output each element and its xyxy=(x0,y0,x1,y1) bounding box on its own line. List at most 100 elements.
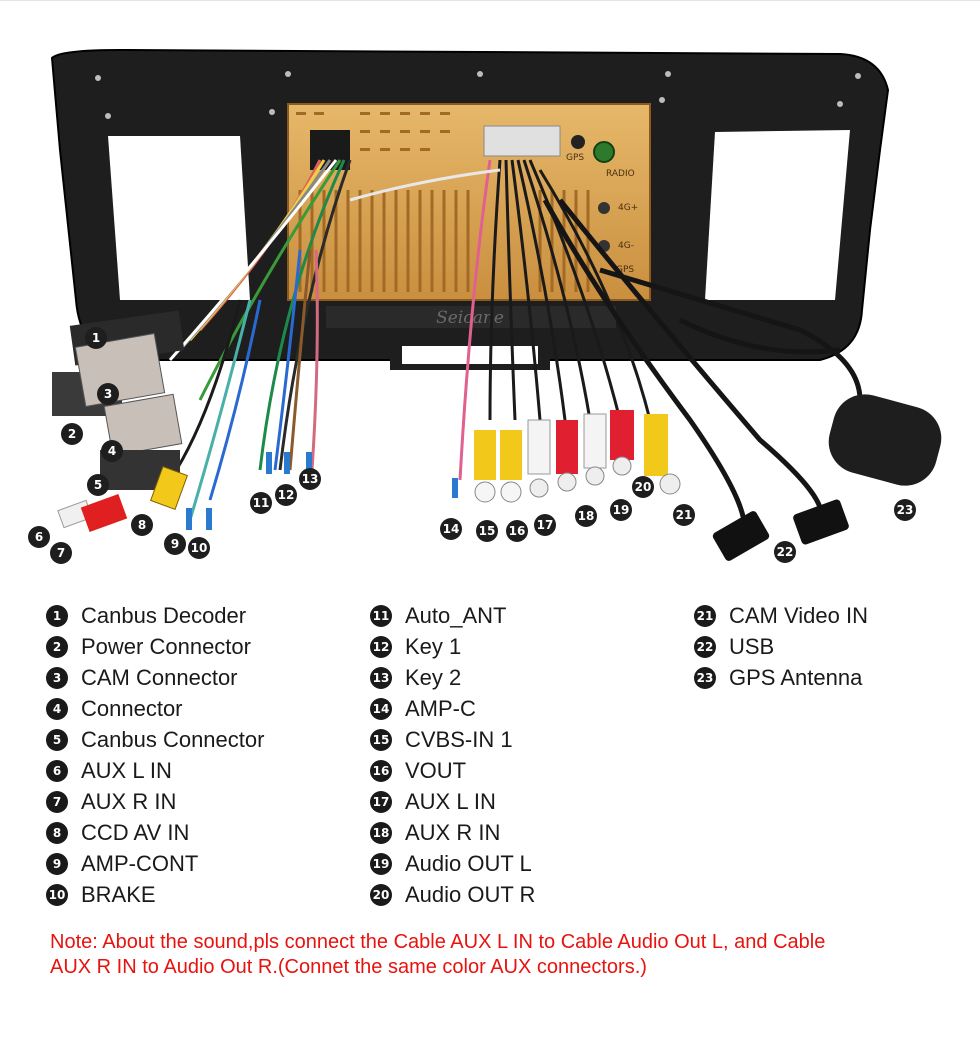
callout-17: 17 xyxy=(534,514,556,536)
legend-number: 9 xyxy=(46,852,68,875)
legend-label: CVBS-IN 1 xyxy=(405,726,513,752)
note-line-2: AUX R IN to Audio Out R.(Connet the same… xyxy=(50,956,647,978)
legend-label: AUX L IN xyxy=(81,757,172,783)
legend-label: Auto_ANT xyxy=(405,602,507,628)
callout-6: 6 xyxy=(28,526,50,548)
legend-label: AMP-CONT xyxy=(81,850,199,876)
legend-item: 4 Connector xyxy=(46,693,264,724)
legend-number: 2 xyxy=(46,635,68,658)
legend-item: 6 AUX L IN xyxy=(46,755,264,786)
callout-8: 8 xyxy=(131,514,153,536)
usb-gps-cables xyxy=(542,198,863,542)
legend-label: USB xyxy=(729,633,775,659)
callout-2: 2 xyxy=(61,423,83,445)
legend-label: Canbus Decoder xyxy=(81,602,247,628)
legend-item: 11 Auto_ANT xyxy=(370,600,535,631)
legend-number: 5 xyxy=(46,728,68,751)
callout-11: 11 xyxy=(250,492,272,514)
callout-15: 15 xyxy=(476,520,498,542)
legend-item: 9 AMP-CONT xyxy=(46,848,264,879)
right-rca-plugs xyxy=(474,410,681,503)
ccd-av-in-plug xyxy=(149,465,189,511)
callout-13: 13 xyxy=(299,468,321,490)
callout-9: 9 xyxy=(164,533,186,555)
legend-number: 23 xyxy=(694,666,716,689)
callout-19: 19 xyxy=(610,499,632,521)
legend-number: 12 xyxy=(370,635,392,658)
top-divider xyxy=(0,0,980,1)
legend-number: 22 xyxy=(694,635,716,658)
right-vent-opening xyxy=(705,130,850,300)
legend-number: 6 xyxy=(46,759,68,782)
legend-number: 17 xyxy=(370,790,392,813)
callout-16: 16 xyxy=(506,520,528,542)
callout-22: 22 xyxy=(774,541,796,563)
legend-number: 15 xyxy=(370,728,392,751)
note-line-1: Note: About the sound,pls connect the Ca… xyxy=(50,931,826,953)
usb-plug-2 xyxy=(793,499,849,545)
callout-14: 14 xyxy=(440,518,462,540)
legend-number: 11 xyxy=(370,604,392,627)
legend-item: 20 Audio OUT R xyxy=(370,879,535,910)
legend-number: 18 xyxy=(370,821,392,844)
legend-number: 14 xyxy=(370,697,392,720)
callout-12: 12 xyxy=(275,484,297,506)
legend-label: CAM Connector xyxy=(81,664,238,690)
legend-number: 21 xyxy=(694,604,716,627)
callout-3: 3 xyxy=(97,383,119,405)
port-label-gps: GPS xyxy=(566,153,584,163)
callout-7: 7 xyxy=(50,542,72,564)
legend-label: AUX L IN xyxy=(405,788,496,814)
port-label-4g-plus: 4G+ xyxy=(618,203,638,213)
sound-connection-note: Note: About the sound,pls connect the Ca… xyxy=(50,930,950,980)
callout-20: 20 xyxy=(632,476,654,498)
wiring-illustration: GPS RADIO 4G+ 4G- GPS Seicane xyxy=(50,48,942,561)
legend-label: CAM Video IN xyxy=(729,602,868,628)
legend-number: 13 xyxy=(370,666,392,689)
radio-port xyxy=(593,141,615,163)
legend-item: 22 USB xyxy=(694,631,868,662)
callout-21: 21 xyxy=(673,504,695,526)
legend-column-3: 21 CAM Video IN 22 USB 23 GPS Antenna xyxy=(694,600,868,693)
legend-label: Key 1 xyxy=(405,633,462,659)
callout-10: 10 xyxy=(188,537,210,559)
callout-18: 18 xyxy=(575,505,597,527)
legend-item: 23 GPS Antenna xyxy=(694,662,868,693)
legend-item: 14 AMP-C xyxy=(370,693,535,724)
legend-item: 12 Key 1 xyxy=(370,631,535,662)
callout-4: 4 xyxy=(101,440,123,462)
wire-terminals xyxy=(186,452,458,530)
port-label-gps-2: GPS xyxy=(616,265,634,275)
legend-label: GPS Antenna xyxy=(729,664,863,690)
watermark-seicane: Seicane xyxy=(436,308,504,328)
legend-label: VOUT xyxy=(405,757,467,783)
callout-1: 1 xyxy=(85,327,107,349)
legend-label: Connector xyxy=(81,695,183,721)
legend-number: 8 xyxy=(46,821,68,844)
legend-item: 15 CVBS-IN 1 xyxy=(370,724,535,755)
legend-label: AMP-C xyxy=(405,695,476,721)
legend-label: Audio OUT R xyxy=(405,881,536,907)
screws xyxy=(95,71,861,119)
main-socket xyxy=(310,130,350,170)
legend-number: 20 xyxy=(370,883,392,906)
legend-number: 4 xyxy=(46,697,68,720)
legend-item: 18 AUX R IN xyxy=(370,817,535,848)
usb-plug-1 xyxy=(712,511,770,561)
legend-label: AUX R IN xyxy=(81,788,177,814)
product-wiring-figure: GPS RADIO 4G+ 4G- GPS Seicane xyxy=(28,48,942,564)
left-vent-opening xyxy=(108,136,250,300)
4g-plus-port xyxy=(598,202,610,214)
legend-number: 1 xyxy=(46,604,68,627)
legend-number: 19 xyxy=(370,852,392,875)
legend-label: AUX R IN xyxy=(405,819,501,845)
port-label-4g-minus: 4G- xyxy=(618,241,634,251)
legend-item: 21 CAM Video IN xyxy=(694,600,868,631)
